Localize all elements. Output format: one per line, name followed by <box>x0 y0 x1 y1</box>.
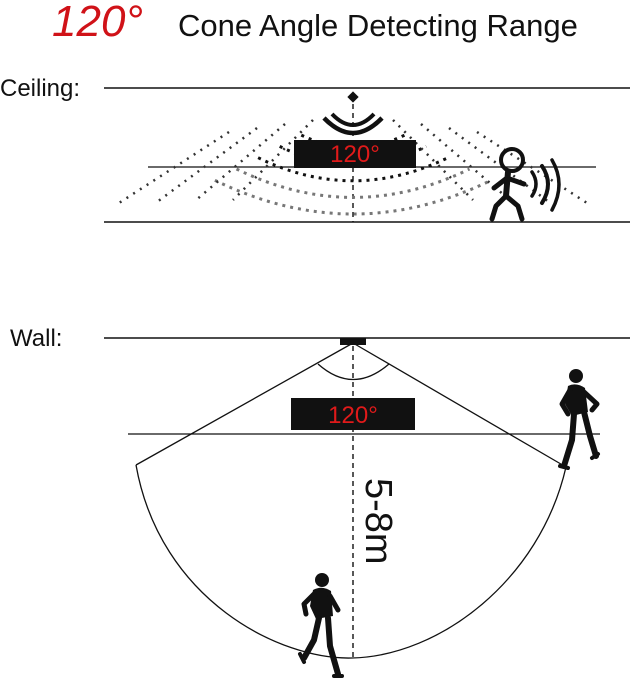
detection-ray <box>476 130 588 205</box>
detection-boundary <box>135 464 567 659</box>
running-person-icon-right <box>558 369 600 470</box>
detection-ray <box>156 126 258 204</box>
walking-person-icon <box>489 147 561 222</box>
ceiling-label: Ceiling: <box>0 75 80 102</box>
wall-sensor-icon <box>340 338 366 345</box>
ceiling-angle-text: 120° <box>330 141 380 168</box>
ceiling-angle-badge <box>294 140 416 168</box>
detection-wave <box>235 167 471 199</box>
title-text: Cone Angle Detecting Range <box>178 8 578 43</box>
detection-ray <box>194 123 286 202</box>
wall-angle-badge <box>291 398 415 430</box>
wall-angle-text: 120° <box>328 402 378 429</box>
title-angle: 120° <box>52 0 143 46</box>
running-person-icon-bottom <box>298 573 344 678</box>
detection-ray <box>232 119 314 201</box>
distance-label: 5-8m <box>357 478 399 565</box>
detection-ray <box>420 123 512 202</box>
detection-ray <box>118 130 230 205</box>
cone-left-edge <box>135 342 354 466</box>
cone-angle-arc <box>317 363 390 381</box>
detection-ray <box>392 119 474 201</box>
wall-label: Wall: <box>10 325 62 352</box>
detection-wave <box>257 156 449 183</box>
